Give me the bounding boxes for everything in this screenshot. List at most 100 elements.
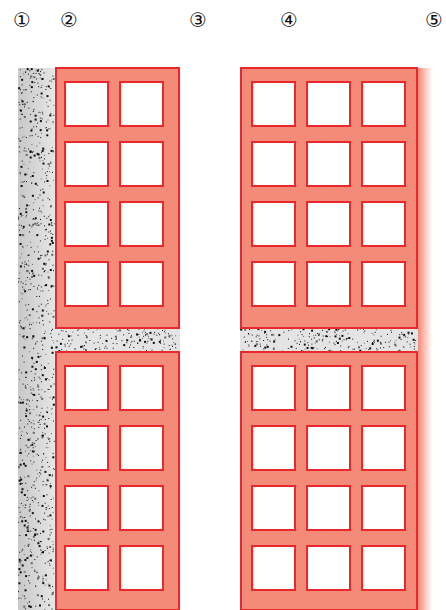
- speckle: [154, 332, 155, 333]
- speckle: [336, 334, 337, 335]
- speckle: [264, 347, 266, 349]
- speckle: [273, 342, 274, 343]
- speckle: [106, 340, 108, 342]
- speckle: [43, 205, 44, 206]
- speckle: [48, 363, 49, 364]
- speckle: [46, 218, 47, 219]
- speckle: [48, 538, 50, 540]
- speckle: [42, 460, 43, 461]
- speckle: [28, 525, 29, 526]
- speckle: [25, 284, 26, 285]
- speckle: [377, 349, 378, 350]
- speckle: [24, 571, 25, 572]
- speckle: [49, 438, 50, 439]
- speckle: [18, 219, 19, 220]
- speckle: [39, 74, 40, 75]
- speckle: [49, 560, 50, 561]
- speckle: [19, 230, 20, 231]
- speckle: [44, 428, 45, 429]
- speckle: [42, 112, 43, 113]
- speckle: [40, 255, 41, 256]
- brick-hole: [362, 262, 405, 306]
- speckle: [25, 264, 26, 265]
- speckle: [50, 560, 51, 561]
- speckle: [47, 480, 48, 481]
- speckle: [23, 335, 25, 337]
- speckle: [35, 488, 36, 489]
- speckle: [38, 353, 39, 354]
- brick-hole: [252, 426, 295, 470]
- speckle: [29, 412, 31, 414]
- speckle: [36, 533, 38, 535]
- speckle: [41, 389, 42, 390]
- speckle: [128, 330, 129, 331]
- brick-hole: [307, 142, 350, 186]
- speckle: [21, 185, 23, 187]
- speckle: [38, 285, 39, 286]
- speckle: [42, 337, 44, 339]
- speckle: [84, 333, 85, 334]
- speckle: [60, 343, 62, 345]
- speckle: [37, 223, 38, 224]
- speckle: [51, 433, 52, 434]
- speckle: [35, 183, 37, 185]
- speckle: [41, 212, 42, 213]
- speckle: [39, 143, 40, 144]
- speckle: [25, 305, 26, 306]
- speckle: [27, 68, 29, 70]
- speckle: [49, 565, 50, 566]
- brick-blocks: [56, 68, 417, 610]
- speckle: [52, 456, 54, 458]
- speckle: [263, 349, 264, 350]
- speckle: [27, 475, 29, 477]
- speckle: [20, 516, 21, 517]
- speckle: [37, 246, 38, 247]
- speckle: [18, 282, 19, 283]
- speckle: [139, 329, 140, 330]
- speckle: [248, 334, 249, 335]
- speckle: [21, 281, 22, 282]
- speckle: [48, 168, 49, 169]
- speckle: [53, 265, 54, 266]
- speckle: [334, 331, 335, 332]
- speckle: [134, 341, 135, 342]
- speckle: [57, 347, 58, 348]
- speckle: [25, 572, 26, 573]
- speckle: [35, 373, 36, 374]
- speckle: [29, 575, 30, 576]
- speckle: [38, 222, 39, 223]
- speckle: [130, 345, 131, 346]
- speckle: [47, 443, 48, 444]
- speckle: [34, 155, 36, 157]
- speckle: [41, 541, 42, 542]
- speckle: [49, 259, 50, 260]
- speckle: [249, 329, 250, 330]
- speckle: [291, 330, 292, 331]
- speckle: [38, 541, 39, 542]
- speckle: [27, 603, 28, 604]
- speckle: [33, 420, 34, 421]
- speckle: [40, 120, 42, 122]
- speckle: [48, 505, 49, 506]
- speckle: [30, 549, 31, 550]
- speckle: [52, 242, 54, 244]
- speckle: [25, 71, 26, 72]
- speckle: [24, 585, 25, 586]
- speckle: [20, 477, 21, 478]
- speckle: [88, 329, 89, 330]
- speckle: [46, 311, 47, 312]
- speckle: [19, 140, 21, 142]
- speckle: [48, 604, 50, 606]
- speckle: [24, 290, 26, 292]
- speckle: [23, 337, 24, 338]
- speckle: [24, 181, 25, 182]
- speckle: [49, 508, 50, 509]
- speckle: [47, 407, 48, 408]
- speckle: [51, 285, 53, 287]
- speckle: [40, 137, 41, 138]
- speckle: [24, 362, 25, 363]
- speckle: [28, 304, 29, 305]
- speckle: [94, 343, 95, 344]
- speckle: [19, 234, 21, 236]
- speckle: [335, 344, 336, 345]
